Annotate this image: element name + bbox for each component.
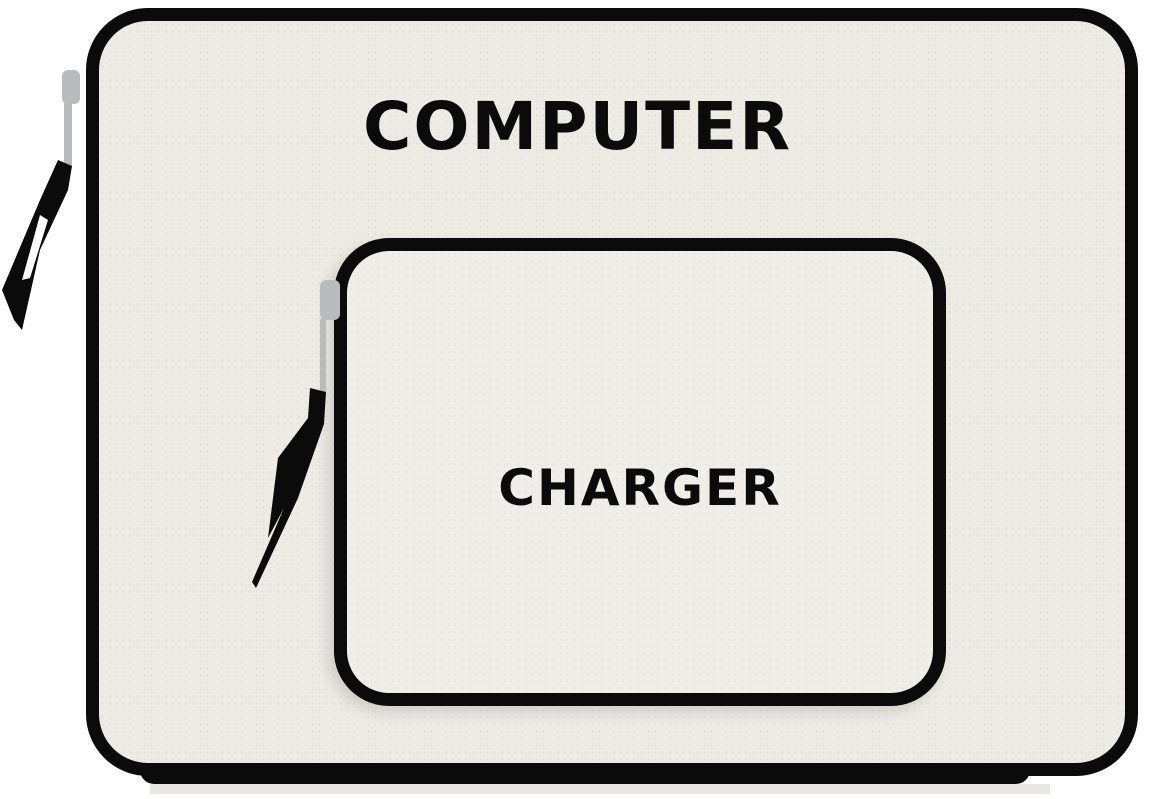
sleeve-label: COMPUTER [362,88,793,165]
pouch-label: CHARGER [498,459,782,517]
zipper-slider-icon [320,280,340,320]
zipper-tab-icon [2,160,72,330]
zipper-tab-icon [252,388,326,588]
sleeve-base-shadow [150,784,1050,794]
zipper-link-icon [320,318,326,398]
pouch-zipper-pull[interactable] [248,280,348,590]
zipper-link-icon [64,100,72,170]
zipper-slider-icon [62,70,80,104]
sleeve-zipper-pull[interactable] [0,70,90,340]
charger-pouch: CHARGER [334,238,946,706]
